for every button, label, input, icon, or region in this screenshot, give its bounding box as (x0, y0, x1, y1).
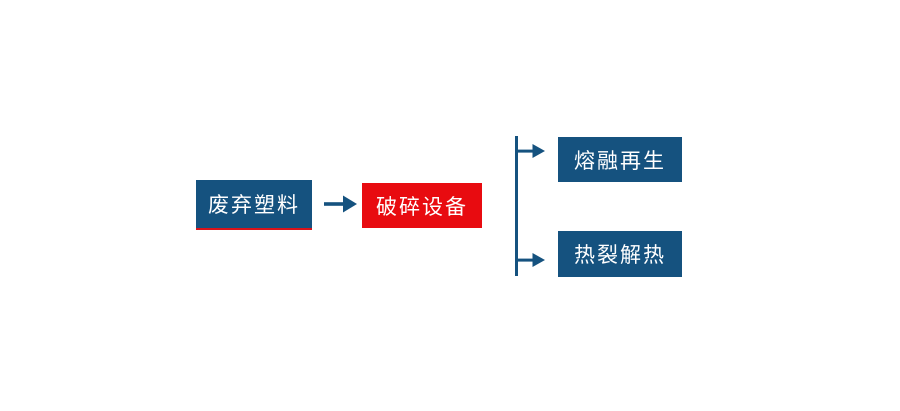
node-waste-plastic-label: 废弃塑料 (208, 194, 300, 217)
branch-arrow-top-icon (517, 144, 545, 158)
node-crushing-equipment: 破碎设备 (362, 183, 482, 228)
node-melt-regeneration: 熔融再生 (558, 137, 682, 182)
node-crushing-equipment-label: 破碎设备 (376, 195, 468, 219)
node-waste-plastic: 废弃塑料 (196, 180, 312, 230)
branch-connector-line (515, 136, 518, 276)
node-melt-regeneration-label: 熔融再生 (574, 149, 666, 173)
node-pyrolysis-heat: 热裂解热 (558, 231, 682, 277)
node-pyrolysis-heat-label: 热裂解热 (574, 244, 666, 267)
branch-arrow-bottom-icon (517, 253, 545, 267)
arrow-right-icon (324, 195, 357, 213)
